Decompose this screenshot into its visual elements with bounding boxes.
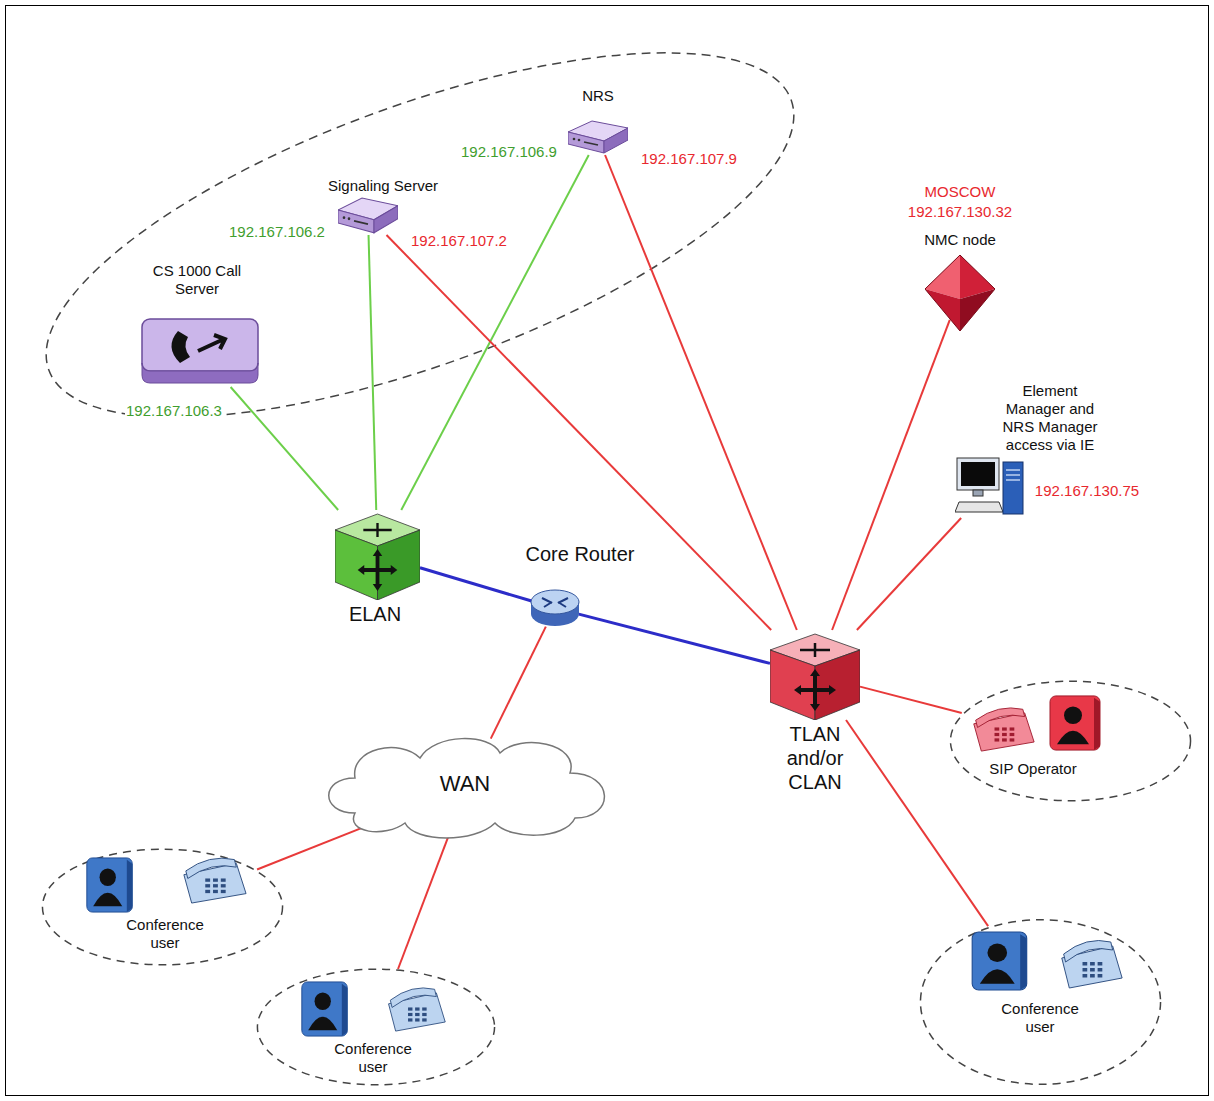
icon-graphic bbox=[970, 930, 1030, 992]
node-label: ELAN bbox=[349, 602, 401, 626]
phone-icon bbox=[385, 982, 447, 1032]
network-link bbox=[491, 627, 546, 739]
network-link bbox=[257, 822, 376, 869]
person-icon bbox=[85, 856, 135, 914]
elan-switch: ELAN bbox=[330, 505, 425, 630]
node-label: Element Manager and NRS Manager access v… bbox=[1000, 382, 1100, 454]
network-link bbox=[579, 614, 770, 663]
network-link bbox=[860, 687, 962, 713]
phone-icon bbox=[1058, 934, 1124, 989]
tlan-switch: TLAN and/or CLAN bbox=[765, 625, 865, 810]
node-label: Conference user bbox=[993, 1000, 1088, 1036]
icon-graphic bbox=[335, 510, 420, 600]
nrs-server: NRS bbox=[560, 84, 636, 160]
ip-address-label: 192.167.106.2 bbox=[228, 223, 326, 241]
conference-user-group: Conference user bbox=[40, 848, 285, 966]
network-link bbox=[369, 235, 377, 510]
icon-graphic bbox=[970, 702, 1036, 752]
icon-graphic bbox=[770, 630, 860, 720]
node-label: 192.167.130.75 bbox=[1035, 482, 1139, 500]
callserver-icon bbox=[140, 317, 260, 387]
node-label: NMC node bbox=[924, 231, 996, 249]
person-icon bbox=[970, 930, 1030, 992]
node-label: Signaling Server bbox=[328, 177, 438, 195]
frame bbox=[6, 6, 1209, 1096]
icon-graphic bbox=[385, 982, 447, 1032]
icon-graphic bbox=[530, 588, 580, 628]
node-label: SIP Operator bbox=[989, 760, 1076, 778]
node-label: WAN bbox=[440, 771, 491, 797]
phone-icon bbox=[180, 852, 248, 904]
network-link bbox=[398, 834, 449, 969]
router-icon bbox=[530, 588, 580, 628]
icon-graphic bbox=[955, 456, 1025, 518]
network-link bbox=[846, 720, 988, 926]
node-label: TLAN and/or CLAN bbox=[775, 722, 855, 794]
icon-graphic bbox=[300, 980, 350, 1038]
device-icon bbox=[568, 120, 628, 155]
core-router: Core Router bbox=[505, 539, 645, 632]
node-label: Conference user bbox=[326, 1040, 421, 1076]
nmc-node-diamond: MOSCOW 192.167.130.32NMC node bbox=[880, 180, 1040, 334]
icon-graphic bbox=[925, 255, 995, 331]
icon-graphic bbox=[85, 856, 135, 914]
tlan-icon bbox=[770, 630, 860, 720]
pc-icon bbox=[955, 456, 1025, 518]
ip-address-label: 192.167.107.2 bbox=[410, 232, 508, 250]
ip-address-label: 192.167.107.9 bbox=[640, 150, 738, 168]
network-link bbox=[420, 568, 532, 601]
network-link bbox=[857, 518, 961, 630]
conference-user-group: Conference user bbox=[918, 918, 1163, 1086]
network-link bbox=[401, 155, 588, 510]
person-icon bbox=[300, 980, 350, 1038]
diamond-icon bbox=[925, 255, 995, 331]
network-link bbox=[832, 320, 950, 630]
icon-graphic bbox=[140, 317, 260, 387]
node-label: Core Router bbox=[526, 542, 635, 566]
icon-graphic bbox=[180, 852, 248, 904]
icon-graphic bbox=[338, 197, 398, 235]
device-icon bbox=[338, 197, 398, 235]
sip-operator-group: SIP Operator bbox=[948, 680, 1193, 802]
network-link bbox=[231, 387, 339, 510]
node-label: CS 1000 Call Server bbox=[142, 262, 252, 298]
node-label: 192.167.130.32 bbox=[908, 203, 1012, 221]
icon-graphic bbox=[1048, 694, 1103, 752]
wan-cloud: WAN bbox=[315, 728, 620, 843]
ip-address-label: 192.167.106.3 bbox=[125, 402, 223, 420]
ip-address-label: 192.167.106.9 bbox=[460, 143, 558, 161]
management-pc: Element Manager and NRS Manager access v… bbox=[952, 379, 1170, 522]
call-server: CS 1000 Call Server bbox=[135, 259, 265, 390]
person-icon bbox=[1048, 694, 1103, 752]
node-label: MOSCOW bbox=[925, 183, 996, 201]
network-link bbox=[387, 235, 772, 630]
node-label: Conference user bbox=[118, 916, 213, 952]
phone-icon bbox=[970, 702, 1036, 752]
icon-graphic bbox=[568, 120, 628, 155]
conference-user-group: Conference user bbox=[255, 968, 497, 1086]
elan-icon bbox=[335, 510, 420, 600]
node-label: NRS bbox=[582, 87, 614, 105]
icon-graphic bbox=[1058, 934, 1124, 989]
